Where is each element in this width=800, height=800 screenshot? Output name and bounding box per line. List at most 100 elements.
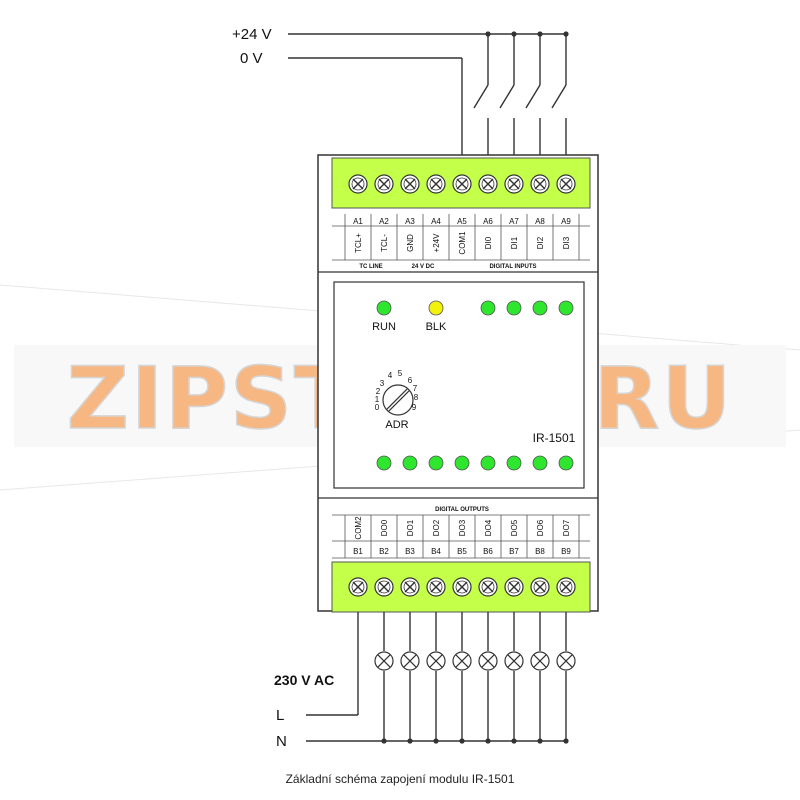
input-switch [473,31,491,172]
top-terminal-screw-a5 [452,174,472,194]
top-terminal-screw-a7 [504,174,524,194]
bottom-terminal-label: DO1 [406,519,415,536]
bottom-terminal-screw-b7 [504,577,524,597]
output-led [454,455,470,471]
output-lamp [452,612,472,744]
bottom-terminal-id: B9 [561,547,571,556]
output-lamp [426,612,446,744]
top-terminal-id: A1 [353,217,363,226]
output-lamp [374,612,394,744]
top-terminal-id: A8 [535,217,545,226]
input-switches [473,31,569,172]
dial-number: 4 [388,371,393,380]
top-terminal-screw-a9 [556,174,576,194]
top-terminal-label: COM1 [458,231,467,255]
dial-number: 8 [414,393,419,402]
top-terminal-label: DI3 [562,236,571,249]
top-terminal-id: A6 [483,217,493,226]
output-lamp [504,612,524,744]
neutral-label: N [276,733,287,750]
adr-label: ADR [385,419,408,431]
dial-number: 3 [380,379,385,388]
supply-zero-v-label: 0 V [240,50,263,67]
bottom-terminal-screw-b2 [374,577,394,597]
input-switch [551,31,569,172]
input-status-leds [480,300,574,316]
ac-voltage-label: 230 V AC [274,672,334,688]
input-led [480,300,496,316]
bottom-terminal-screw-b4 [426,577,446,597]
output-led [376,455,392,471]
dial-number: 0 [375,403,380,412]
run-label: RUN [372,321,396,333]
input-led [506,300,522,316]
input-switch [525,31,543,172]
output-lamp [400,612,420,744]
dial-number: 5 [398,369,403,378]
caption: Základní schéma zapojení modulu IR-1501 [285,772,515,786]
top-terminal-screws [348,174,576,194]
model-label: IR-1501 [533,431,576,445]
output-led [480,455,496,471]
live-label: L [276,707,284,724]
bottom-terminal-id: B6 [483,547,493,556]
top-terminal-label: +24V [432,233,441,253]
bottom-terminal-label: DO3 [458,519,467,536]
output-led [402,455,418,471]
bottom-terminal-screw-b8 [530,577,550,597]
output-lamps [374,612,576,744]
supply-wiring [288,33,568,172]
bottom-terminal-id: B2 [379,547,389,556]
bottom-terminal-label: COM2 [354,516,363,540]
bottom-terminal-id: B7 [509,547,519,556]
output-led [506,455,522,471]
top-terminal-label: TCL- [380,234,389,252]
top-terminal-label: DI1 [510,236,519,249]
bottom-terminal-screw-b1 [348,577,368,597]
bottom-terminal-label: DO5 [510,519,519,536]
bottom-terminal-screw-b9 [556,577,576,597]
top-terminal-screw-a3 [400,174,420,194]
top-terminal-label: DI2 [536,236,545,249]
input-led [532,300,548,316]
top-terminal-label: TCL+ [354,233,363,253]
group-label-24v-dc: 24 V DC [412,264,435,270]
top-terminal-id: A7 [509,217,519,226]
blk-led [428,300,444,316]
top-terminal-label: DI0 [484,236,493,249]
address-dial[interactable] [382,384,414,416]
top-terminal-screw-a6 [478,174,498,194]
top-terminal-screw-a8 [530,174,550,194]
input-switch [499,31,517,172]
dial-number: 9 [412,403,417,412]
top-terminal-id: A9 [561,217,571,226]
group-label-digital-outputs: DIGITAL OUTPUTS [435,507,489,513]
input-led [558,300,574,316]
run-led [376,300,392,316]
supply-plus-24v-label: +24 V [232,26,272,43]
output-lamp [530,612,550,744]
output-led [532,455,548,471]
bottom-terminal-id: B5 [457,547,467,556]
top-terminal-screw-a4 [426,174,446,194]
module-body [317,154,599,612]
bottom-terminal-label: DO6 [536,519,545,536]
bottom-terminal-label: DO4 [484,519,493,536]
bottom-terminal-screws [348,577,576,597]
output-lamp [556,612,576,744]
output-lamp [478,612,498,744]
bottom-terminal-label: DO2 [432,519,441,536]
blk-label: BLK [426,321,447,333]
bottom-terminal-label: DO7 [562,519,571,536]
dial-number: 2 [376,387,381,396]
output-led [428,455,444,471]
dial-number: 6 [408,376,413,385]
top-terminal-screw-a1 [348,174,368,194]
top-terminal-screw-a2 [374,174,394,194]
top-terminal-id: A3 [405,217,415,226]
